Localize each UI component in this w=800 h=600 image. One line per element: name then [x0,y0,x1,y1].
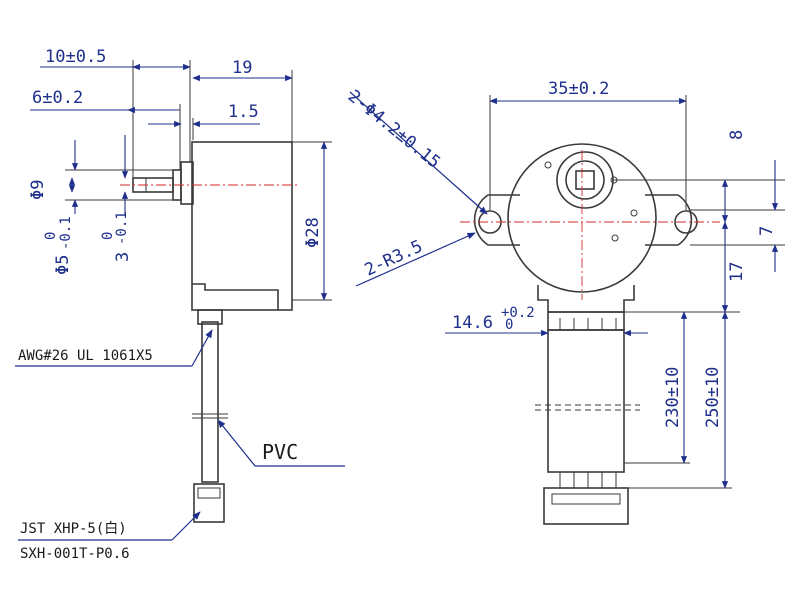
wire-spec-label: AWG#26 UL 1061X5 [18,348,153,364]
ribbon-cable [547,329,625,473]
rivet [630,209,638,217]
front-view: 35±0.2 2-Φ4.2±0.15 2-R3.5 8 7 17 14.6 +0… [344,79,785,525]
mount-flange-side [180,161,194,205]
cable-clamp [197,309,223,325]
dim-mount-holes: 2-Φ4.2±0.15 [344,86,444,172]
connector-latch [197,487,221,499]
leader-line [349,91,488,215]
jst-connector-front [543,487,629,525]
dim-ear-width: 7 [757,226,777,236]
dim-mount-radius: 2-R3.5 [362,236,426,280]
dim-hole-spacing: 35±0.2 [548,79,609,99]
dim-flat-tol-lower: -0.1 [114,211,130,245]
dim-shaft-diameter: Φ5 [53,255,73,275]
front-shaft-flat [575,170,595,190]
ribbon-wires-bottom [559,472,617,488]
leader-line [355,232,476,287]
motor-body-side [191,141,293,311]
dim-body-depth: 19 [232,58,252,78]
leader-line [171,511,201,541]
dim-shaft-tol-upper: 0 [43,232,59,240]
connector-detail [551,493,621,505]
rivet [544,161,552,169]
motor-body-front [507,143,657,293]
dim-cable-exit-tol-lower: 0 [505,317,513,333]
dim-cable-exit-tol-upper: +0.2 [501,305,535,321]
insulation-label: PVC [262,440,298,464]
dim-boss-diameter: Φ9 [28,180,48,200]
rivet [611,234,619,242]
dim-center-to-bottom: 17 [727,262,747,282]
dim-flat-length: 6±0.2 [32,88,83,108]
leader-line [217,419,256,467]
dim-shaft-tol-lower: -0.1 [58,216,74,250]
dim-shaft-length: 10±0.5 [45,47,106,67]
connector-housing-label: JST XHP-5(白) [20,521,127,537]
motor-bottom-lip [192,283,279,310]
dim-body-diameter: Φ28 [303,217,323,248]
cable-exit-housing [537,285,635,313]
dim-cable-exit-width: 14.6 [452,313,493,333]
jst-connector-side [193,483,225,523]
leader-line [191,329,213,367]
dim-cable-length-outer: 250±10 [703,367,723,428]
ribbon-top [547,311,625,331]
ribbon-wires-top [559,318,617,330]
connector-terminal-label: SXH-001T-P0.6 [20,546,130,562]
front-shaft-ring [565,160,605,200]
side-view: 10±0.5 19 6±0.2 1.5 Φ9 Φ5 0 -0.1 3 0 -0.… [15,47,345,562]
cable-bundle [201,321,219,483]
dim-flat-width: 3 [113,252,133,262]
dim-cable-length-inner: 230±10 [663,367,683,428]
dim-shaft-offset: 8 [727,130,747,140]
dim-flat-tol-upper: 0 [100,232,116,240]
dim-flange-thickness: 1.5 [228,102,259,122]
mount-ears [473,194,693,246]
